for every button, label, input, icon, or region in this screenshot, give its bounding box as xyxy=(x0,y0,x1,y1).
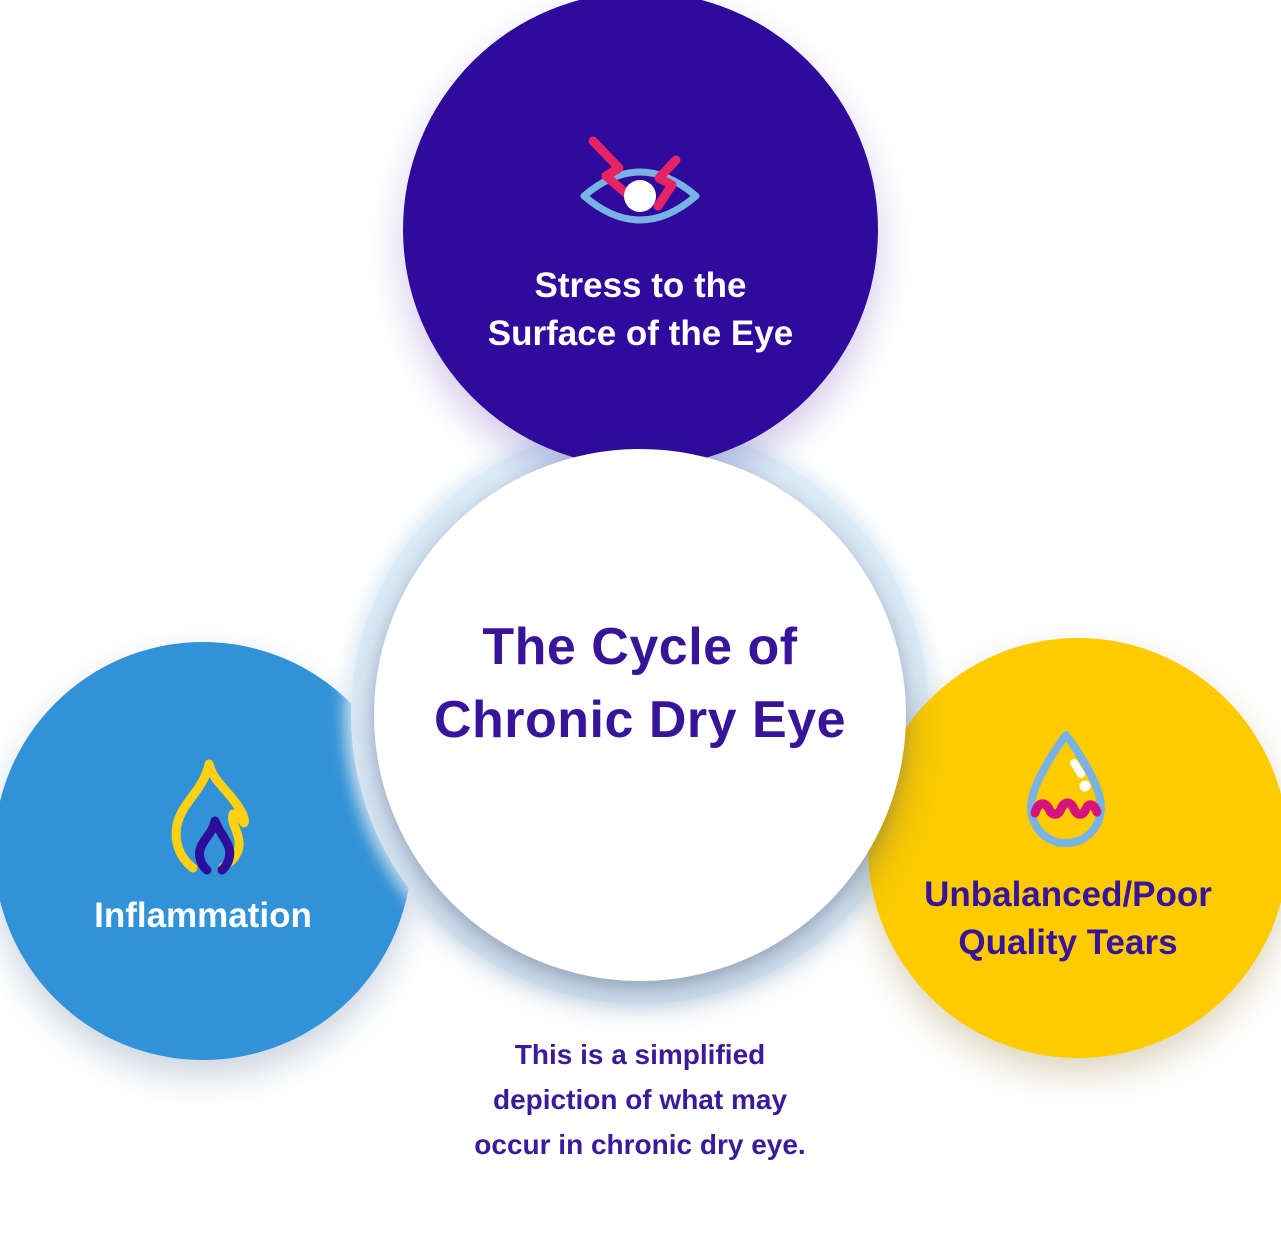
inflammation-circle: Inflammation xyxy=(0,642,412,1060)
caption-line1: This is a simplified xyxy=(514,1039,766,1070)
inflammation-label-line1: Inflammation xyxy=(94,896,312,935)
inflammation-label: Inflammation xyxy=(0,892,412,940)
tears-label-line2: Quality Tears xyxy=(958,923,1178,962)
caption-line2: depiction of what may xyxy=(492,1084,788,1115)
tears-label: Unbalanced/Poor Quality Tears xyxy=(858,871,1278,967)
caption: This is a simplified depiction of what m… xyxy=(430,1032,850,1167)
tears-circle: Unbalanced/Poor Quality Tears xyxy=(868,638,1281,1058)
center-circle: The Cycle of Chronic Dry Eye xyxy=(374,449,906,981)
irritated-eye-icon xyxy=(578,136,702,242)
tears-label-line1: Unbalanced/Poor xyxy=(924,875,1212,914)
center-title-line2: Chronic Dry Eye xyxy=(433,691,847,749)
flame-icon xyxy=(167,756,263,875)
stress-label: Stress to the Surface of the Eye xyxy=(403,262,878,358)
caption-line3: occur in chronic dry eye. xyxy=(474,1129,806,1160)
center-title-line1: The Cycle of xyxy=(482,618,798,676)
stress-circle: Stress to the Surface of the Eye xyxy=(403,0,878,467)
stress-label-line2: Surface of the Eye xyxy=(487,314,794,353)
teardrop-icon xyxy=(1022,728,1110,850)
center-title: The Cycle of Chronic Dry Eye xyxy=(374,611,906,757)
stress-label-line1: Stress to the xyxy=(534,266,747,305)
